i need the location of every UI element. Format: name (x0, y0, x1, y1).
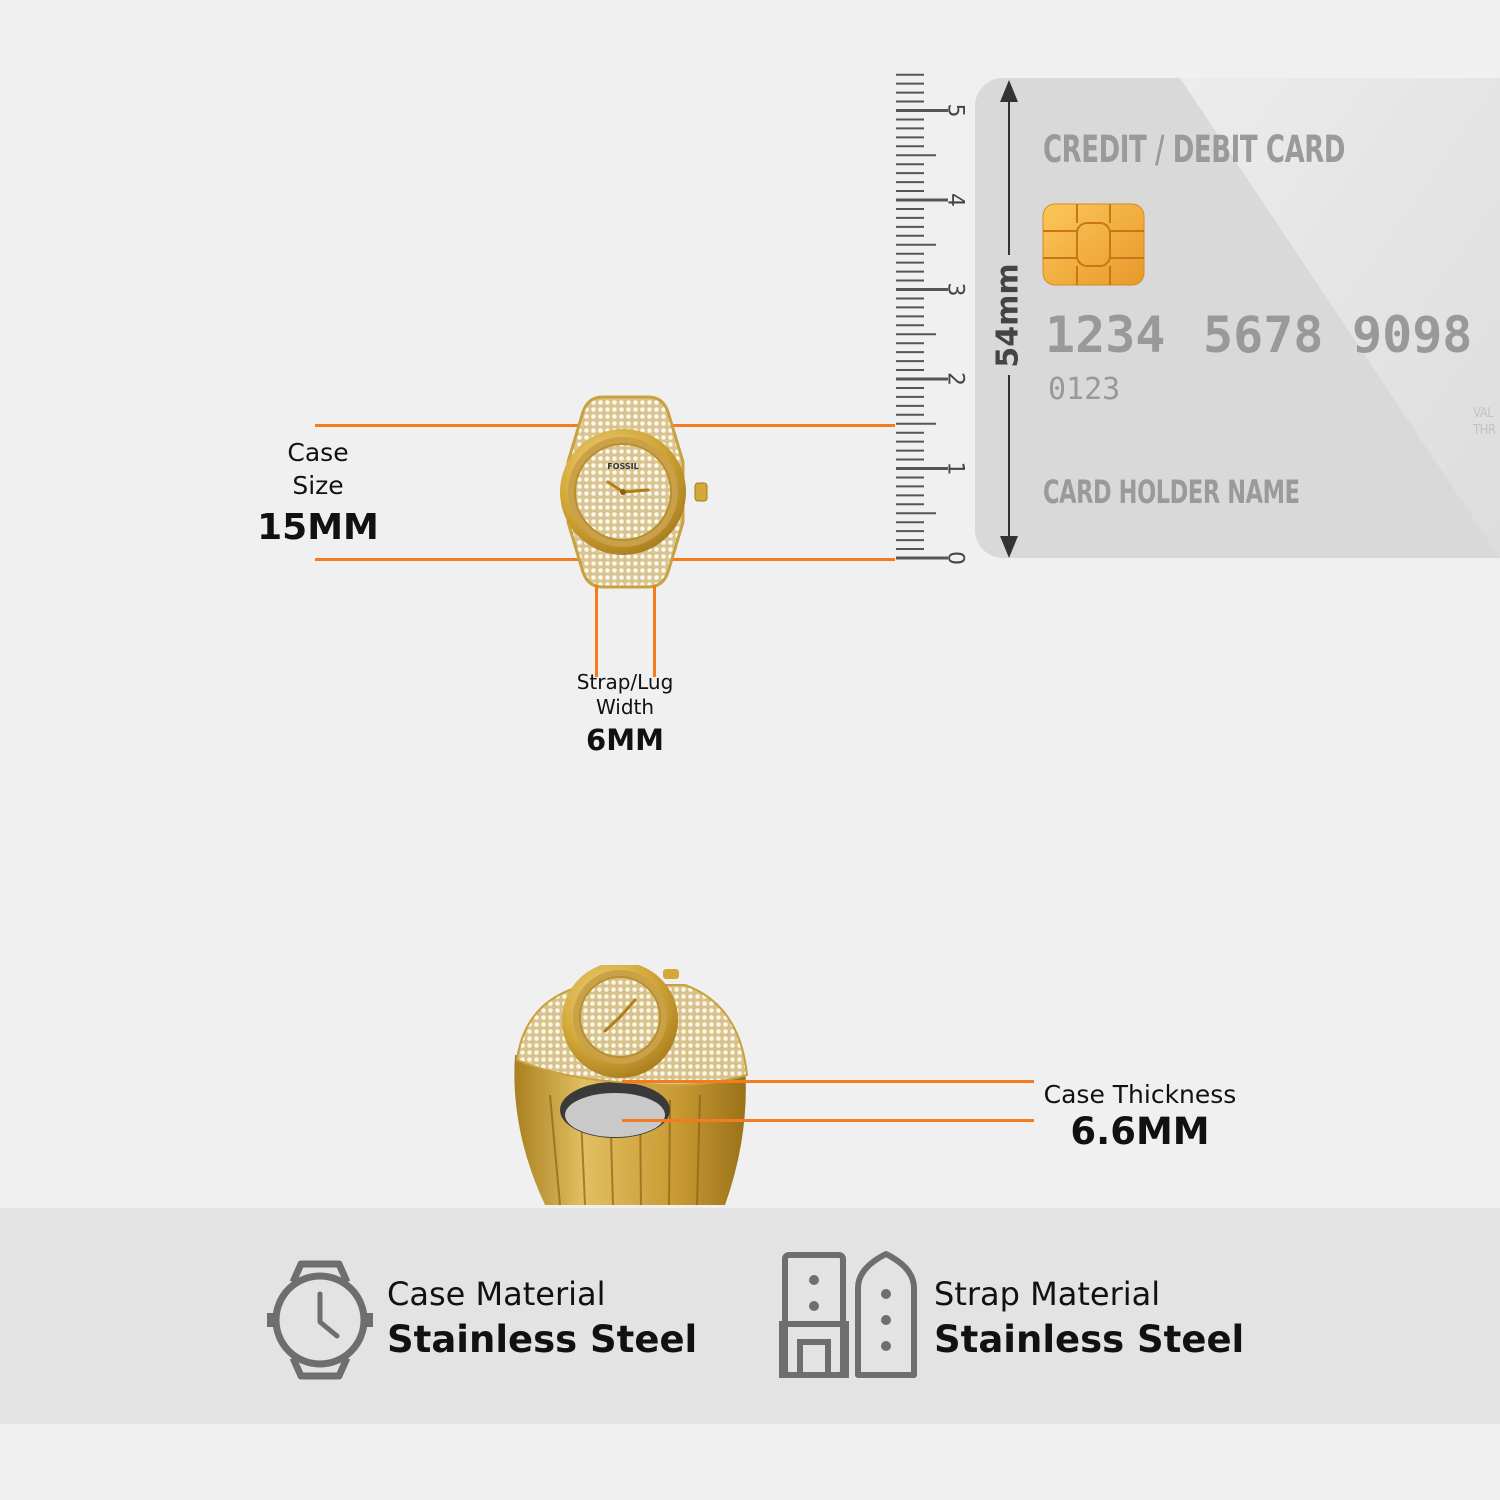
ruler-tick-label: 2 (942, 372, 967, 386)
case-thickness-label: Case Thickness (1043, 1080, 1237, 1109)
card-valid-line2: THR (1473, 423, 1496, 438)
card-height-label: 54mm (990, 263, 1026, 368)
case-material-value: Stainless Steel (387, 1318, 698, 1361)
case-size-value: 15MM (257, 507, 379, 548)
ruler-tick-label: 4 (942, 193, 967, 207)
case-thickness-top-line (622, 1080, 1034, 1083)
card-holder-name: CARD HOLDER NAME (1043, 473, 1300, 511)
ruler-tick-label: 0 (942, 551, 967, 565)
strap-icon (779, 1251, 917, 1378)
card-number-group-1: 1234 (1045, 306, 1166, 364)
card-number-group-3: 9098 (1352, 306, 1473, 364)
case-size-label-line2: Size (292, 471, 344, 500)
ring-watch-front-image: FOSSIL (560, 395, 708, 589)
lug-width-value: 6MM (586, 723, 664, 757)
watch-icon (267, 1260, 373, 1380)
ruler-ticks: 0 1 2 3 4 5 (896, 73, 967, 565)
lug-width-left-line (595, 585, 598, 677)
case-thickness-value: 6.6MM (1070, 1110, 1210, 1153)
case-material-title: Case Material (387, 1275, 606, 1313)
card-chip-icon (1042, 203, 1145, 286)
card-code: 0123 (1048, 372, 1121, 407)
ruler-tick-label: 1 (942, 462, 967, 476)
case-size-label: Case Size (238, 436, 398, 502)
strap-material-title: Strap Material (934, 1275, 1161, 1313)
card-number-group-2: 5678 (1203, 306, 1324, 364)
card-height-label-bg (993, 255, 1027, 375)
features-band (0, 1208, 1500, 1424)
credit-card: CREDIT / DEBIT CARD 1234 5678 9098 0123 … (975, 78, 1500, 558)
strap-material-value: Stainless Steel (934, 1318, 1245, 1361)
ruler-tick-label: 3 (942, 283, 967, 297)
card-valid-line1: VAL (1473, 406, 1494, 421)
lug-width-right-line (653, 585, 656, 677)
lug-width-label: Strap/Lug Width (545, 670, 705, 720)
watch-logo-text: FOSSIL (607, 462, 639, 471)
ring-watch-side-image (514, 965, 749, 1206)
case-thickness-bottom-line (622, 1119, 1034, 1122)
card-title: CREDIT / DEBIT CARD (1043, 128, 1346, 171)
lug-width-label-line1: Strap/Lug (576, 670, 674, 694)
case-size-label-line1: Case (287, 438, 349, 467)
ruler: 0 1 2 3 4 5 (880, 70, 980, 570)
ruler-tick-label: 5 (942, 104, 967, 118)
lug-width-label-line2: Width (595, 695, 655, 719)
